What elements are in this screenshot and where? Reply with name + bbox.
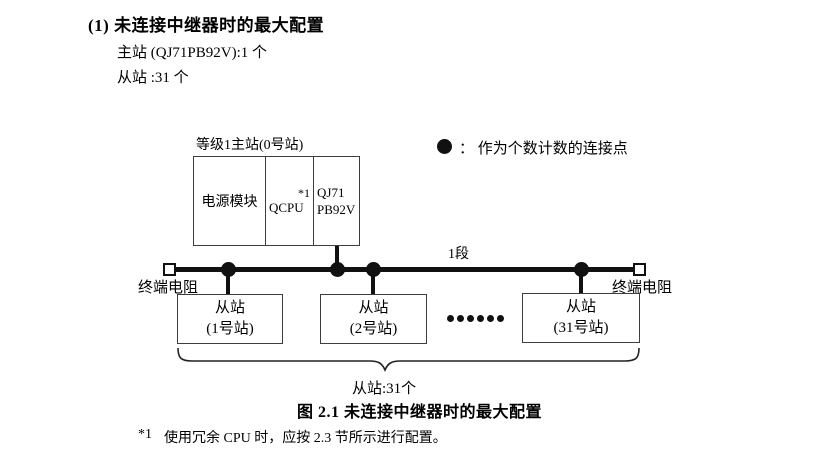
- footnote-reference: *1: [298, 186, 310, 200]
- qj71pb92v-label-line2: PB92V: [317, 202, 356, 217]
- figure-caption: 图 2.1 未连接中继器时的最大配置: [297, 404, 543, 421]
- master-count-line: 主站 (QJ71PB92V):1 个: [117, 45, 268, 61]
- connection-point-dot: [366, 262, 381, 277]
- qcpu-label: QCPU: [269, 200, 304, 215]
- slave-station-box-2: 从站 (2号站): [320, 294, 427, 344]
- connection-point-icon: [437, 139, 452, 154]
- ellipsis-dots: [447, 315, 504, 322]
- qj71pb92v-label-line1: QJ71: [317, 185, 345, 200]
- qj71pb92v-cell: QJ71 PB92V: [314, 157, 359, 245]
- slave2-label-line2: (2号站): [349, 321, 398, 337]
- slave-group-count-label: 从站:31个: [352, 381, 417, 397]
- slave1-label-line1: 从站: [214, 300, 245, 316]
- section-heading: (1) 未连接中继器时的最大配置: [88, 16, 325, 35]
- connection-point-dot: [221, 262, 236, 277]
- terminator-left-label: 终端电阻: [138, 280, 199, 296]
- qcpu-cell: *1 QCPU: [266, 157, 314, 245]
- ellipsis-dot: [477, 315, 484, 322]
- legend-text: ： 作为个数计数的连接点: [459, 141, 628, 157]
- terminator-right-label: 终端电阻: [612, 280, 673, 296]
- slave31-label-line1: 从站: [565, 299, 596, 315]
- slave-station-box-31: 从站 (31号站): [522, 293, 640, 343]
- slave-station-box-1: 从站 (1号站): [177, 294, 283, 344]
- footnote-marker: *1: [138, 427, 152, 442]
- connection-point-dot: [574, 262, 589, 277]
- slave31-label-line2: (31号站): [553, 320, 609, 336]
- slave1-label-line2: (1号站): [206, 321, 254, 337]
- connection-point-dot: [330, 262, 345, 277]
- bus-segment-line: [175, 267, 635, 272]
- master-drop-line: [335, 246, 339, 268]
- terminator-left-icon: [163, 263, 176, 276]
- slave-count-line: 从站 :31 个: [117, 70, 189, 86]
- slave31-drop-line: [579, 271, 583, 294]
- slave2-drop-line: [371, 271, 375, 295]
- ellipsis-dot: [487, 315, 494, 322]
- master-station-label: 等级1主站(0号站): [196, 138, 304, 153]
- footnote-text: 使用冗余 CPU 时，应按 2.3 节所示进行配置。: [164, 431, 447, 446]
- slave2-label-line1: 从站: [358, 300, 389, 316]
- master-station-box: 电源模块 *1 QCPU QJ71 PB92V: [193, 156, 360, 246]
- ellipsis-dot: [497, 315, 504, 322]
- terminator-right-icon: [633, 263, 646, 276]
- ellipsis-dot: [447, 315, 454, 322]
- ellipsis-dot: [467, 315, 474, 322]
- power-module-cell: 电源模块: [194, 157, 266, 245]
- slave1-drop-line: [226, 271, 230, 295]
- ellipsis-dot: [457, 315, 464, 322]
- segment-label: 1段: [448, 247, 469, 262]
